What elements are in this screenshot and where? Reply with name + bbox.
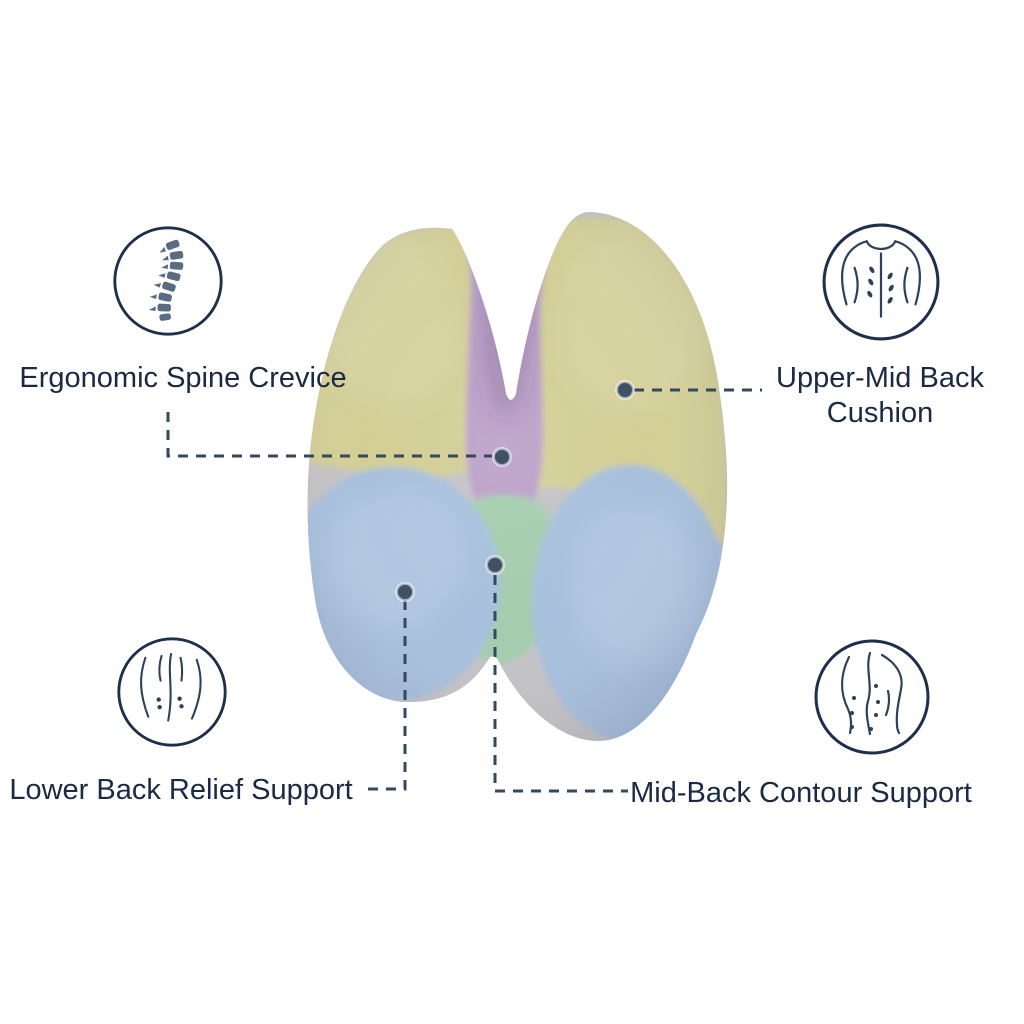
leader-line-lower-back <box>368 600 407 791</box>
upper-back-muscle-marks <box>867 266 894 304</box>
leader-line-spine-crevice <box>166 412 492 458</box>
upper-back-figure <box>841 240 921 318</box>
icon-circle-outline <box>117 637 227 747</box>
icon-circle-outline <box>113 226 223 336</box>
leader-lines <box>166 388 762 793</box>
leader-line-mid-back <box>493 575 628 793</box>
label-mid-back-contour-support: Mid-Back Contour Support <box>630 777 972 809</box>
spine-icon <box>111 224 225 338</box>
cushion-body <box>307 212 728 741</box>
mid-back-contour-icon <box>812 637 932 757</box>
spine-vertebrae <box>148 239 184 321</box>
marker-dot-lower-back <box>395 582 415 602</box>
icon-circle-outline <box>814 639 930 755</box>
label-upper-mid-back-cushion: Upper-Mid Back Cushion <box>776 362 984 429</box>
label-ergonomic-spine-crevice: Ergonomic Spine Crevice <box>19 362 347 394</box>
lower-back-figure <box>140 652 202 722</box>
cushion-vignette <box>307 212 728 741</box>
marker-dots <box>395 380 635 602</box>
marker-dot-upper-mid-back <box>615 380 635 400</box>
lower-back-dimple-dots <box>156 696 184 710</box>
mid-back-figure <box>841 651 903 736</box>
marker-dot-mid-back <box>485 555 505 575</box>
lower-back-icon <box>115 635 229 749</box>
mid-back-pressure-dots <box>850 684 880 731</box>
marker-dot-spine-crevice <box>492 447 512 467</box>
label-lower-back-relief-support: Lower Back Relief Support <box>9 774 353 806</box>
upper-back-icon <box>820 221 942 343</box>
icon-circle-outline <box>822 223 940 341</box>
